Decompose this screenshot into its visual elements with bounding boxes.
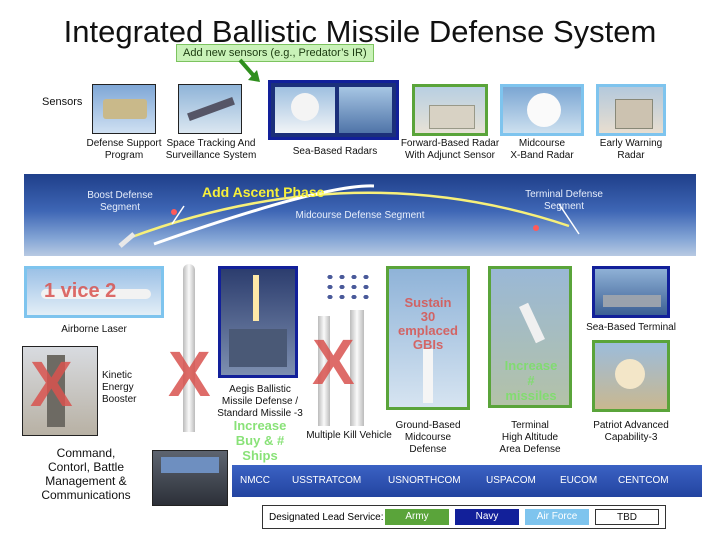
midcourse-segment-label: Midcourse Defense Segment [295, 210, 425, 221]
legend-label: Designated Lead Service: [269, 512, 384, 523]
callout-arrow [238, 58, 260, 82]
command-center-image [152, 450, 228, 506]
add-sensors-callout: Add new sensors (e.g., Predator’s IR) [176, 44, 374, 62]
kinetic-energy-booster-image [22, 346, 98, 436]
cmd-usnorthcom: USNORTHCOM [388, 475, 461, 486]
interceptor-cancel-mark: X [168, 338, 211, 410]
forward-based-radar-image [412, 84, 488, 136]
trajectory-arcs [118, 184, 580, 248]
cmd-eucom: EUCOM [560, 475, 598, 486]
multiple-kill-vehicle-image [310, 266, 392, 426]
thaad-overlay: Increase#missiles [504, 358, 558, 403]
legend-navy: Navy [455, 509, 519, 525]
midcourse-x-band-radar-image [500, 84, 584, 136]
stss-satellite-image [178, 84, 242, 134]
sea-based-terminal-label: Sea-Based Terminal [586, 322, 676, 333]
mkv-label: Multiple Kill Vehicle [306, 430, 392, 441]
patriot-image [592, 340, 670, 412]
sea-based-radars-label: Sea-Based Radars [292, 146, 378, 157]
cmd-uspacom: USPACOM [486, 475, 536, 486]
cmd-usstratcom: USSTRATCOM [292, 475, 362, 486]
command-bar: NMCC USSTRATCOM USNORTHCOM USPACOM EUCOM… [232, 465, 702, 497]
page-title: Integrated Ballistic Missile Defense Sys… [63, 14, 657, 49]
early-warning-radar-image [596, 84, 666, 136]
mkv-cancel-mark: X [312, 326, 355, 398]
sensors-label: Sensors [42, 96, 83, 108]
legend-tbd: TBD [595, 509, 659, 525]
sea-based-radars-image [268, 80, 399, 140]
add-ascent-phase-label: Add Ascent Phase [202, 184, 325, 200]
lead-service-legend: Designated Lead Service: Army Navy Air F… [262, 505, 666, 529]
airborne-laser-image [24, 266, 164, 318]
terminal-high-altitude-image [488, 266, 572, 408]
keb-cancel-mark: X [30, 348, 73, 420]
legend-air-force: Air Force [525, 509, 589, 525]
dsp-satellite-image [92, 84, 156, 134]
legend-army: Army [385, 509, 449, 525]
aegis-image [218, 266, 298, 378]
airborne-laser-label: Airborne Laser [61, 324, 127, 335]
airborne-overlay: 1 vice 2 [44, 280, 117, 302]
ground-based-midcourse-image [386, 266, 470, 410]
sea-based-terminal-image [592, 266, 670, 318]
cmd-nmcc: NMCC [240, 475, 270, 486]
cmd-centcom: CENTCOM [618, 475, 669, 486]
interceptor-missile-image [176, 264, 202, 432]
